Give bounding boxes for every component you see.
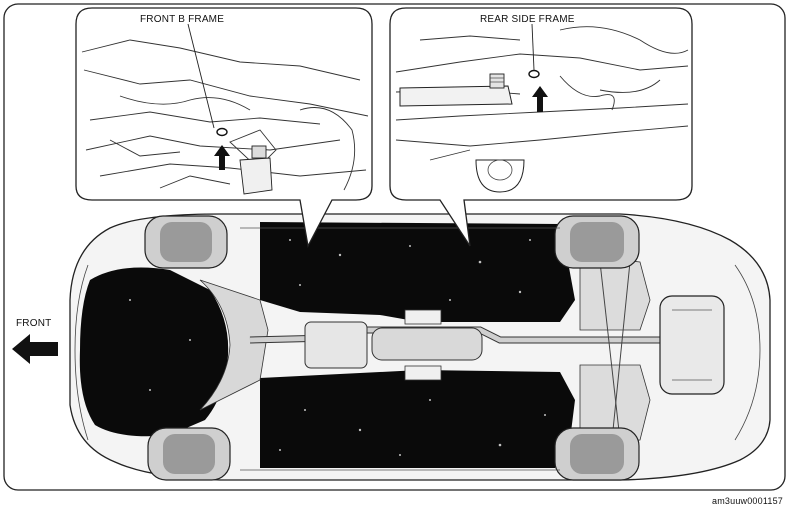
inset-front-b-frame <box>75 7 373 249</box>
car-underbody <box>69 213 771 481</box>
front-direction-label: FRONT <box>16 318 52 329</box>
outer-frame <box>3 3 786 491</box>
rear-side-frame-label: REAR SIDE FRAME <box>480 14 575 25</box>
inset-rear-side-frame <box>389 7 693 247</box>
front-b-frame-label: FRONT B FRAME <box>140 14 225 25</box>
up-arrow-icon <box>532 86 548 112</box>
up-arrow-icon <box>214 145 230 170</box>
left-arrow-icon <box>12 334 58 364</box>
figure-id-label: am3uuw0001157 <box>712 496 783 506</box>
